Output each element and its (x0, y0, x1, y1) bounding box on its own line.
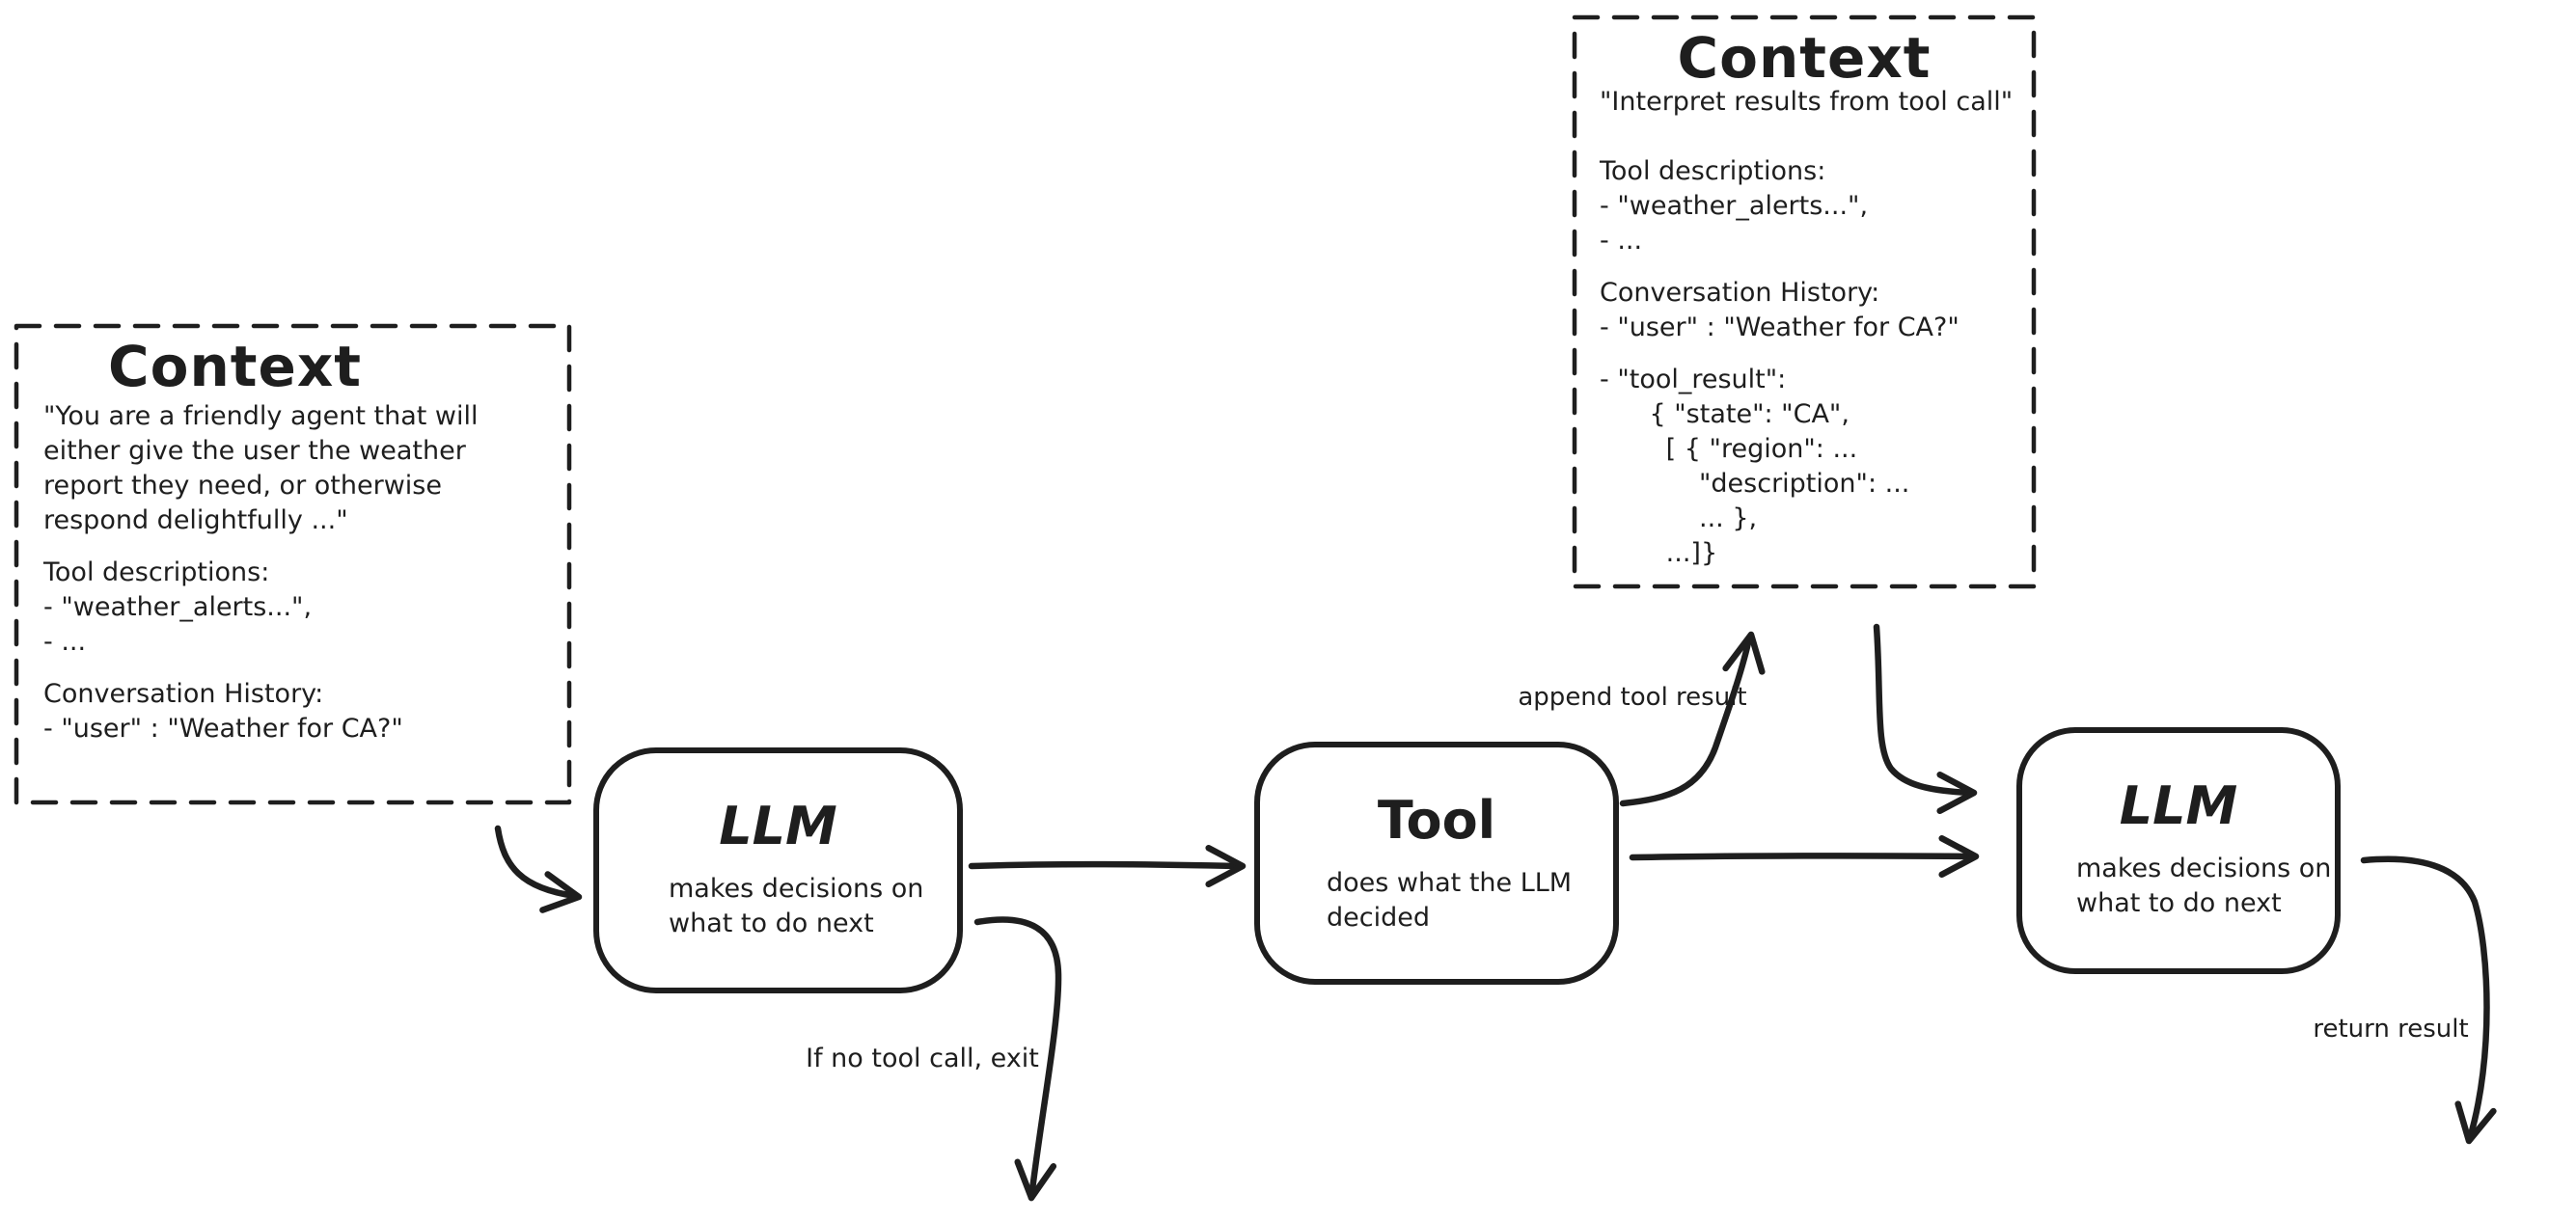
node-llm2-box (2016, 727, 2341, 974)
arrow-llm-exit (973, 916, 1062, 1202)
arrow-tool-to-context (1619, 631, 1766, 807)
node-tool-box (1254, 742, 1619, 985)
context-left-title: Context (108, 334, 362, 399)
node-tool-title: Tool (1377, 790, 1496, 851)
context-right-box: Context "Interpret results from tool cal… (1575, 17, 2034, 586)
edge-label-return-result: return result (2313, 1015, 2469, 1044)
edge-label-append-tool-result: append tool result (1518, 683, 1747, 712)
arrow-context-to-llm2 (1873, 623, 1978, 815)
arrow-llm2-return (2360, 855, 2497, 1145)
context-left-box: Context "You are a friendly agent that w… (16, 326, 569, 802)
context-right-body: "Interpret results from tool call"Tool d… (1600, 87, 2014, 568)
node-llm2-title: LLM (2119, 775, 2238, 836)
node-llm1-box (593, 747, 963, 993)
arrow-tool-to-llm2 (1629, 834, 1980, 879)
arrow-llm-to-tool (968, 844, 1247, 888)
context-right-title: Context (1677, 25, 1932, 91)
node-llm1-title: LLM (719, 796, 837, 856)
context-left-frame (14, 323, 572, 805)
edge-label-if-no-tool-call-exit: If no tool call, exit (806, 1044, 1039, 1073)
arrow-context-to-llm (494, 825, 583, 913)
